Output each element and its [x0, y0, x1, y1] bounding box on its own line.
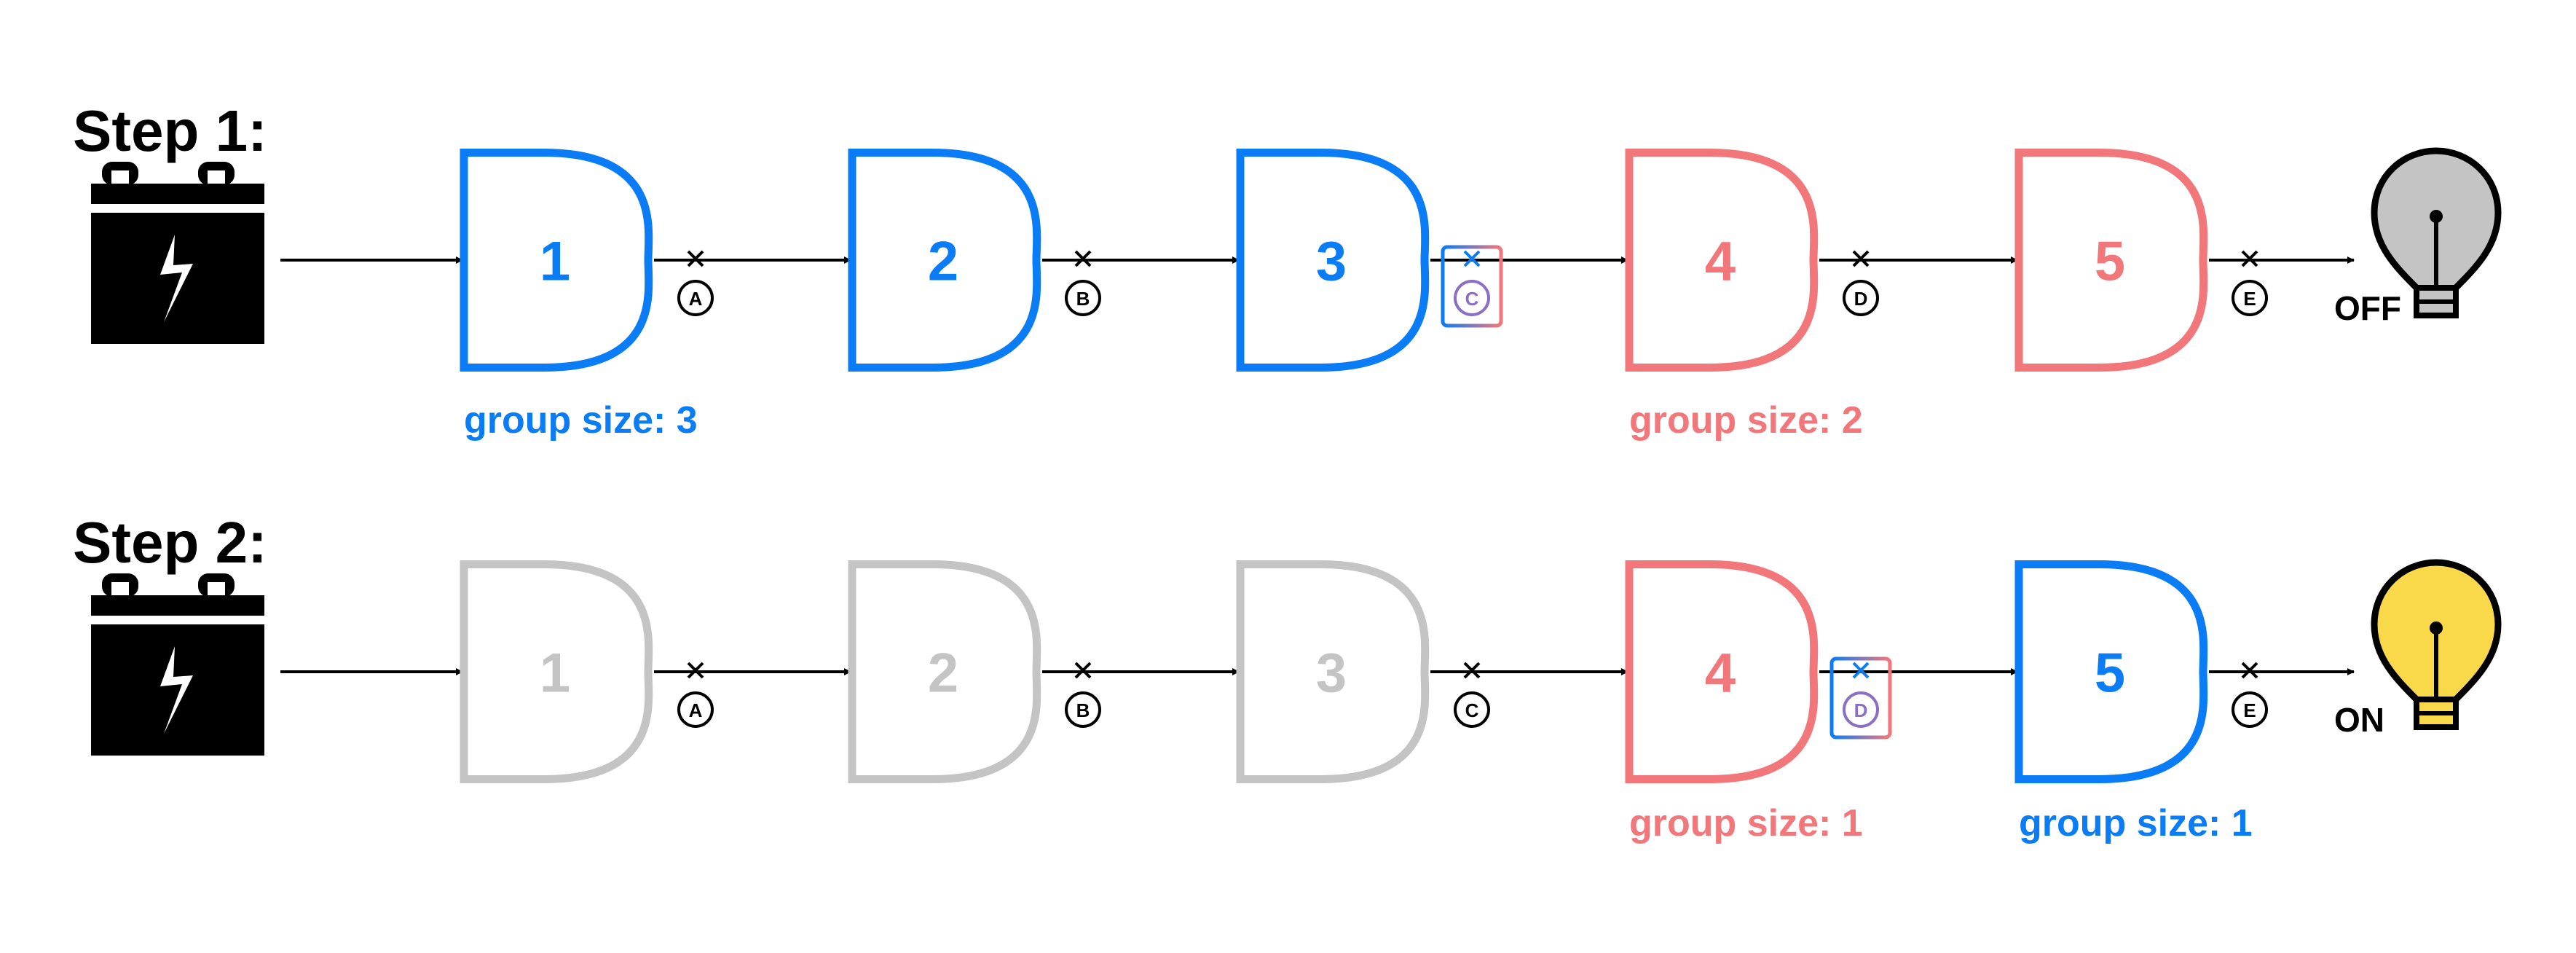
node-c: C	[1441, 245, 1503, 328]
step-title: Step 2:	[73, 510, 267, 575]
battery-top-band	[91, 184, 264, 204]
node-circle	[1843, 691, 1879, 728]
bulb-filament-tip	[2430, 621, 2443, 635]
node-letter: B	[1076, 699, 1090, 721]
cut-x-icon	[1463, 250, 1481, 267]
and-gate-5	[2014, 149, 2208, 372]
step-title: Step 1:	[73, 98, 267, 163]
node-letter: D	[1854, 699, 1868, 721]
battery-body	[91, 213, 264, 344]
cut-x-icon	[687, 250, 704, 267]
group-size-label: group size: 3	[464, 399, 698, 442]
node-circle	[2232, 691, 2268, 728]
gate-number: 3	[1316, 231, 1347, 293]
and-gate-3	[1236, 560, 1430, 783]
cut-x-icon	[1852, 250, 1870, 267]
and-gate-3	[1236, 149, 1430, 372]
node-a: A	[677, 662, 714, 728]
lamp-state-label: OFF	[2334, 289, 2401, 327]
node-letter: E	[2243, 699, 2256, 721]
gate-number: 2	[928, 231, 958, 293]
highlight-box	[1441, 245, 1503, 328]
battery-top-band	[91, 595, 264, 616]
cut-x-icon	[687, 662, 704, 679]
gate-number: 4	[1705, 231, 1736, 293]
cut-x-icon	[2241, 250, 2258, 267]
gate-number: 5	[2095, 231, 2125, 293]
node-letter: D	[1854, 288, 1868, 310]
node-circle	[1454, 280, 1490, 316]
and-gate-4	[1625, 560, 1819, 783]
highlight-box	[1829, 656, 1892, 740]
node-letter: A	[689, 699, 703, 721]
node-b: B	[1065, 250, 1101, 316]
gate-number: 5	[2095, 643, 2125, 705]
node-c: C	[1454, 662, 1490, 728]
group-size-label: group size: 1	[1629, 802, 1863, 844]
cut-x-icon	[2241, 662, 2258, 679]
lamp-state-label: ON	[2334, 701, 2384, 739]
and-gate-1	[460, 149, 653, 372]
node-letter: B	[1076, 288, 1090, 310]
battery-body	[91, 624, 264, 756]
node-d: D	[1829, 656, 1892, 740]
node-circle	[1065, 280, 1101, 316]
node-circle	[1454, 691, 1490, 728]
battery-icon	[91, 573, 264, 756]
node-circle	[677, 691, 714, 728]
battery-icon	[91, 162, 264, 344]
gate-number: 1	[540, 643, 570, 705]
cut-x-icon	[1074, 250, 1092, 267]
cut-x-icon	[1463, 662, 1481, 679]
node-circle	[1065, 691, 1101, 728]
lightbulb-off-icon: OFF	[2334, 147, 2502, 327]
and-gate-2	[848, 149, 1041, 372]
node-circle	[677, 280, 714, 316]
cut-x-icon	[1852, 662, 1870, 679]
node-letter: C	[1465, 288, 1479, 310]
battery-terminal-hole	[111, 170, 129, 184]
lightbulb-on-icon: ON	[2334, 559, 2502, 739]
and-gate-1	[460, 560, 653, 783]
node-letter: E	[2243, 288, 2256, 310]
group-size-label: group size: 1	[2019, 802, 2253, 844]
node-circle	[1843, 280, 1879, 316]
and-gate-4	[1625, 149, 1819, 372]
node-e: E	[2232, 250, 2268, 316]
lightning-bolt-icon	[160, 646, 193, 734]
gate-number: 3	[1316, 643, 1347, 705]
node-a: A	[677, 250, 714, 316]
gate-number: 2	[928, 643, 958, 705]
lightning-bolt-icon	[160, 235, 193, 322]
node-d: D	[1843, 250, 1879, 316]
node-letter: A	[689, 288, 703, 310]
cut-x-icon	[1074, 662, 1092, 679]
battery-terminal-hole	[111, 582, 129, 595]
node-b: B	[1065, 662, 1101, 728]
battery-terminal-hole	[208, 170, 225, 184]
gate-number: 1	[540, 231, 570, 293]
group-size-label: group size: 2	[1629, 399, 1863, 442]
bulb-filament-tip	[2430, 210, 2443, 223]
and-gate-2	[848, 560, 1041, 783]
node-letter: C	[1465, 699, 1479, 721]
node-e: E	[2232, 662, 2268, 728]
battery-terminal-hole	[208, 582, 225, 595]
gate-number: 4	[1705, 643, 1736, 705]
and-gate-5	[2014, 560, 2208, 783]
node-circle	[2232, 280, 2268, 316]
